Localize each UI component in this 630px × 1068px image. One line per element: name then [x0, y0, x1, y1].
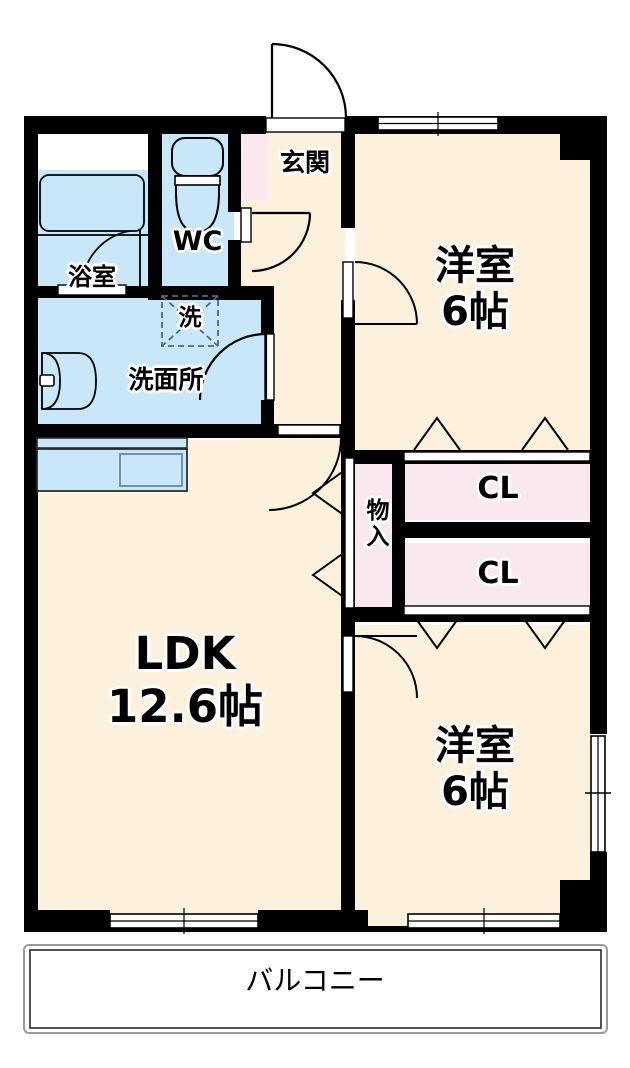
windows: [109, 112, 611, 934]
room-fill-room-top: [355, 128, 590, 453]
closet-bottom-door: [403, 605, 591, 650]
toilet-fixture: [171, 137, 224, 234]
storage-door: [311, 457, 355, 609]
washbasin-fixture: [39, 352, 97, 410]
room-bottom-door: [342, 635, 418, 699]
kitchen-sink-fixture: [119, 453, 183, 487]
window-top-right: [377, 112, 499, 136]
washing-machine-space: [161, 295, 219, 347]
window-right-side: [585, 735, 611, 853]
washroom-door: [198, 332, 275, 401]
kitchen-counter-fixture: [36, 437, 188, 492]
room-fill-ldk: [36, 440, 341, 930]
room-fill-room-bottom: [355, 625, 590, 930]
doors: [57, 42, 591, 699]
genkan-hall-door: [240, 207, 312, 273]
balcony-door-ldk: [109, 908, 259, 934]
bathtub-fixture: [36, 174, 148, 236]
balcony-door-room: [407, 908, 561, 934]
closet-fill-top: [404, 458, 590, 520]
entrance-door: [270, 42, 348, 119]
room-top-door: [342, 261, 418, 325]
closet-fill-bottom: [404, 543, 590, 610]
fixtures: [36, 137, 224, 492]
entrance-door-opening: [265, 117, 346, 133]
balcony-area: [23, 944, 608, 1034]
closet-top-door: [403, 416, 591, 462]
shoebox-fill: [240, 128, 268, 200]
